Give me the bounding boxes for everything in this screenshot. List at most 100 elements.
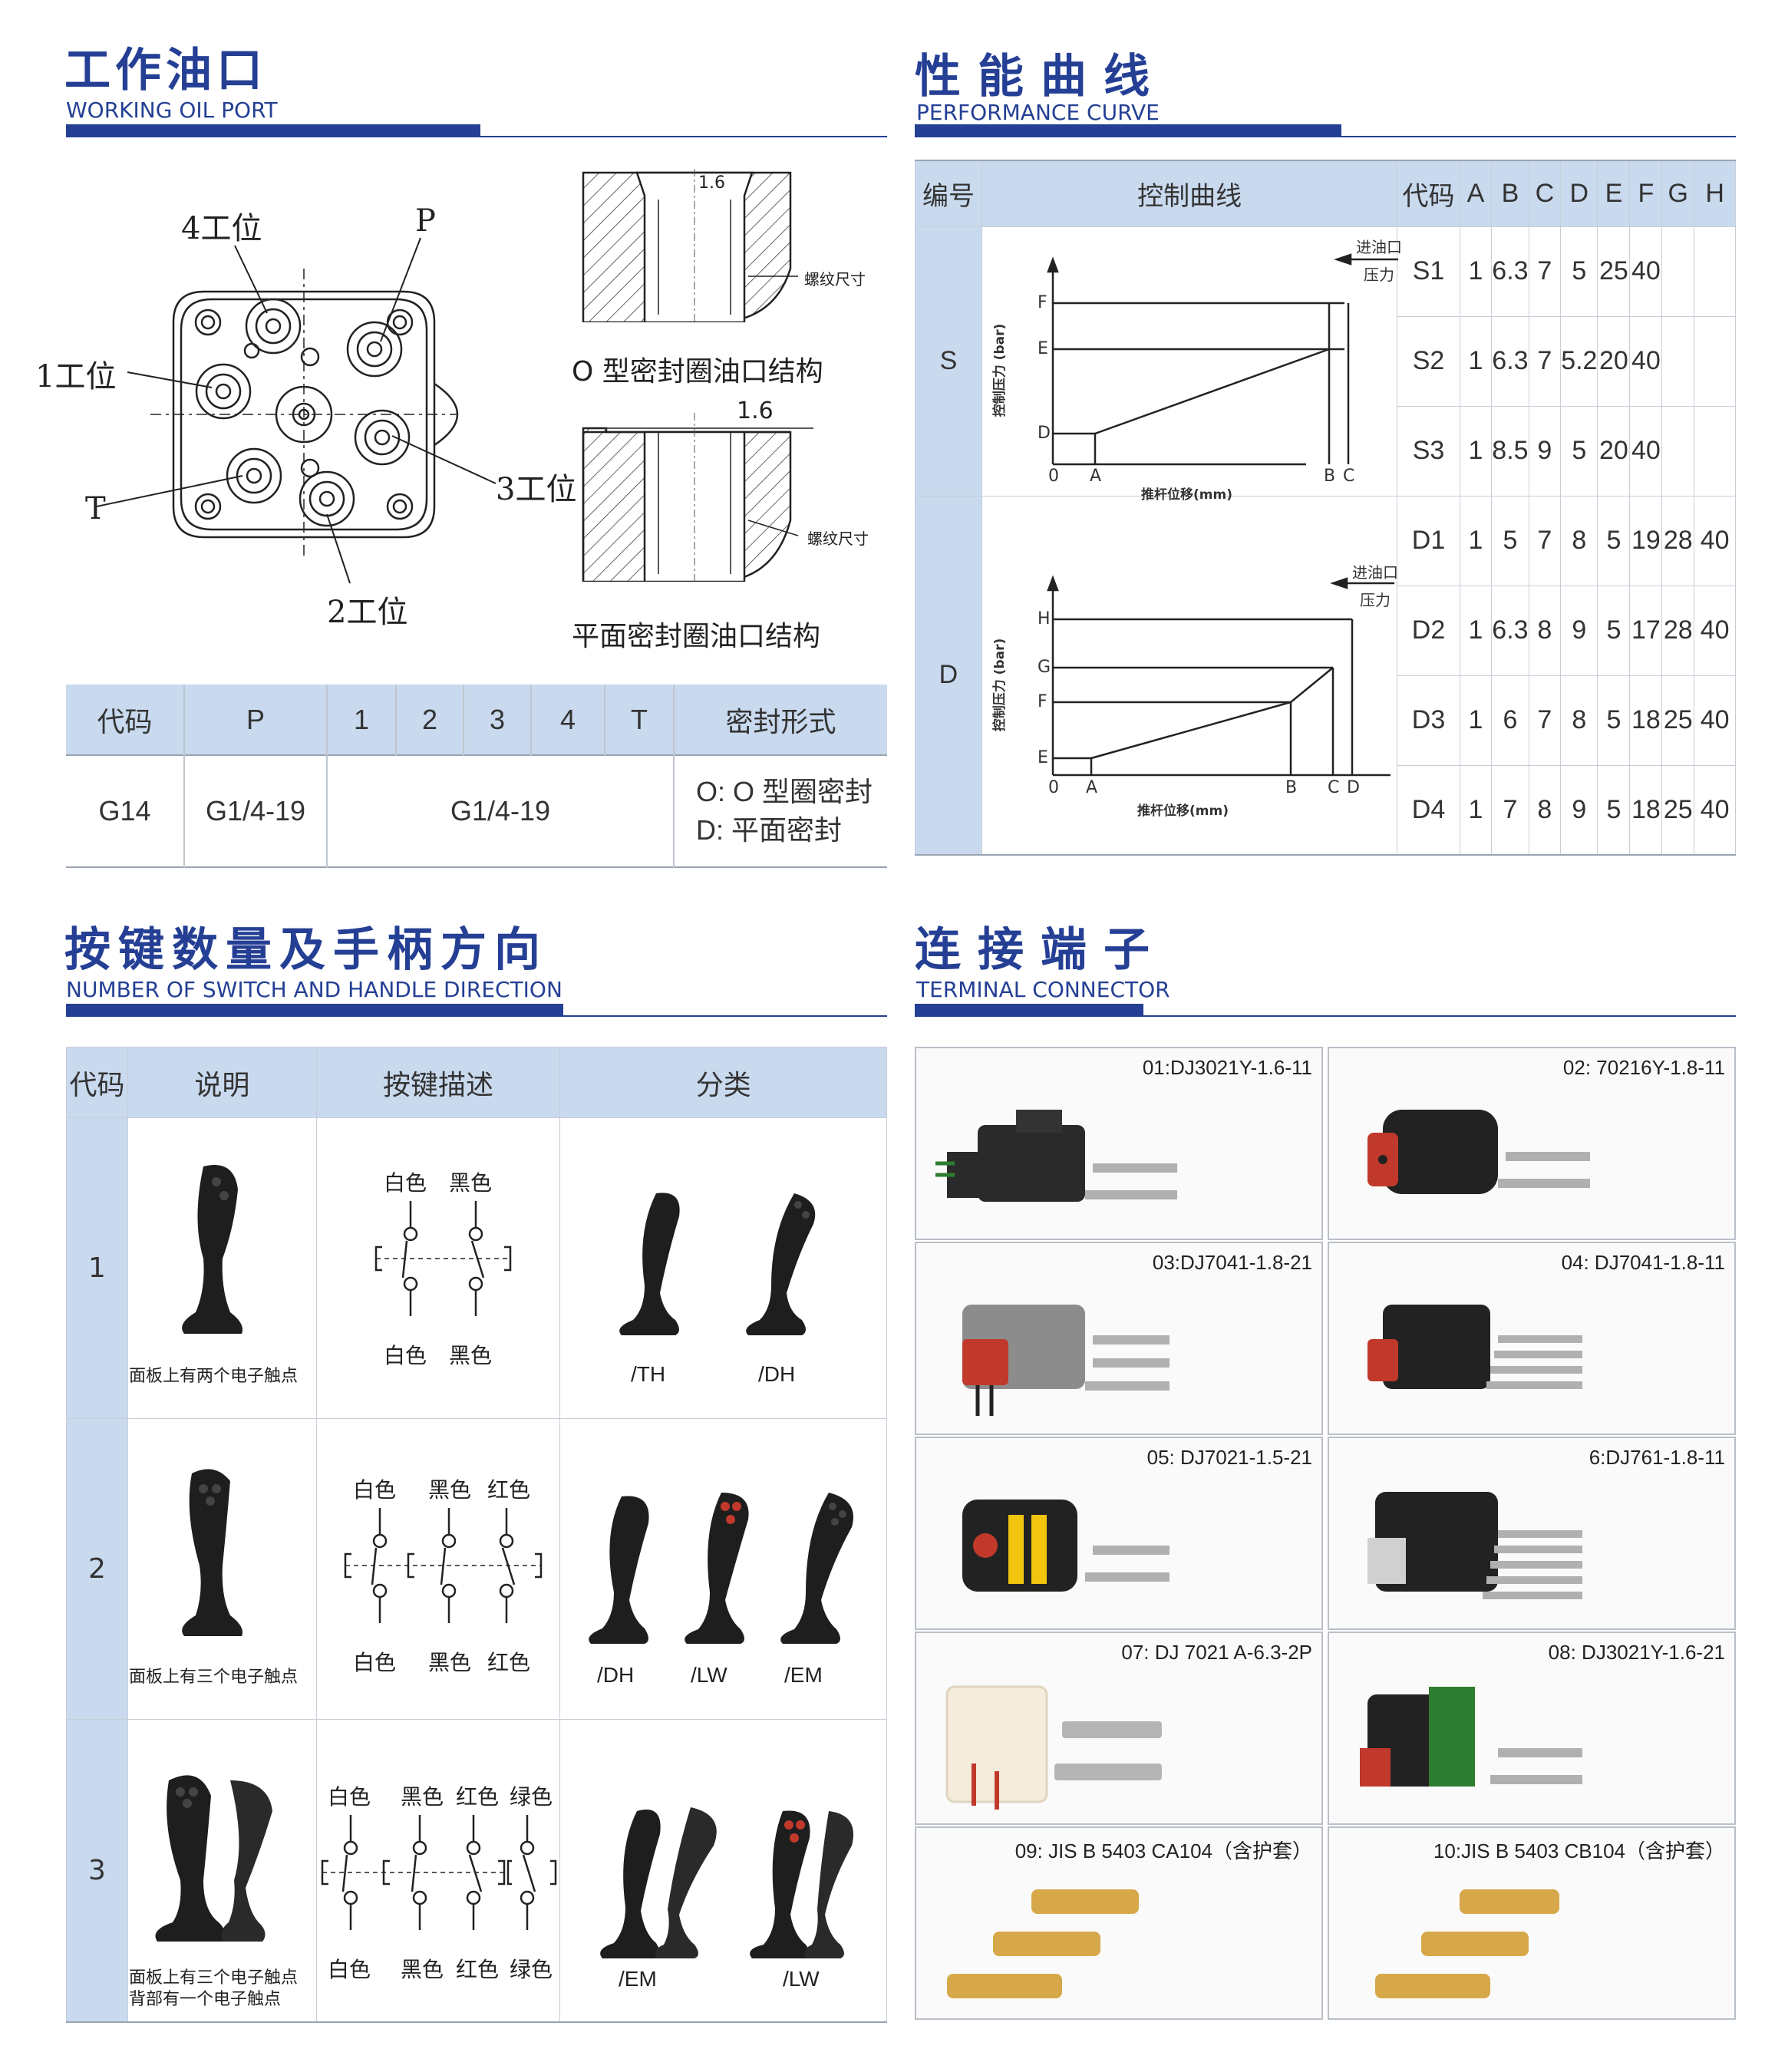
port-4-label: 4工位 [181,211,262,246]
val-c: 7 [1528,675,1562,766]
seal-d: D: 平面密封 [696,814,843,846]
y-axis-label: 控制压力 (bar) [992,638,1008,732]
xtick-c: C [1343,467,1355,486]
val-c: 7 [1528,226,1562,317]
val-d: 8 [1560,495,1598,586]
oil-port-table: 代码 P 1 2 3 4 T 密封形式 G14 G1/4-19 G1/4-19 … [66,685,887,868]
handle-variant-image [614,1186,691,1342]
switch-schematic [344,1508,543,1623]
variant-label: /EM [784,1663,823,1687]
switch-schematic [374,1201,512,1316]
thread-note: 螺纹尺寸 [807,530,869,548]
val-f: 40 [1629,315,1663,407]
cell-seal: O: O 型圈密封 D: 平面密封 [674,754,887,867]
table-header-row: 编号 控制曲线 代码 A B C D E F G H [915,160,1736,227]
desc-note: 面板上有三个电子触点 [129,1968,299,1988]
connector-image [1367,1110,1590,1194]
connector-image [1367,1305,1582,1389]
val-a: 1 [1459,405,1493,497]
row-code: D2 [1397,585,1460,676]
connector-card[interactable]: 02: 70216Y-1.8-11 [1328,1047,1736,1240]
val-a: 1 [1459,764,1493,856]
handle-image [169,1466,253,1645]
header-curve: 控制曲线 [981,160,1398,227]
inlet-label: 进油口 [1356,238,1402,256]
val-a: 1 [1459,675,1493,766]
val-d: 5 [1560,226,1598,317]
connector-image [962,1500,1170,1592]
thread-note: 螺纹尺寸 [804,270,866,289]
desc-note-2: 背部有一个电子触点 [129,1990,282,2009]
row-code: D3 [1397,675,1460,766]
handle-image [169,1159,253,1346]
row-code: 3 [66,1719,128,2022]
desc-note: 面板上有三个电子触点 [129,1668,299,1687]
bottom-color-label: 黑色 [401,1957,444,1982]
bottom-color-label: 白色 [328,1957,371,1982]
header-code: 代码 [66,1047,128,1118]
pressure-label: 压力 [1360,591,1391,609]
connector-card[interactable]: 08: DJ3021Y-1.6-21 [1328,1632,1736,1825]
header-num: 编号 [915,160,982,227]
switch-schematic [321,1815,557,1930]
performance-table: 编号 控制曲线 代码 A B C D E F G H S S1 1 6.3 7 … [915,160,1736,856]
top-color-label: 黑色 [449,1170,493,1196]
variant-label: /TH [631,1362,666,1386]
top-color-label: 白色 [384,1170,427,1196]
ytick-h: H [1038,609,1051,629]
val-g [1661,405,1695,497]
cell-ports: G1/4-19 [327,754,675,867]
val-b: 5 [1491,495,1529,586]
connector-card[interactable]: 03:DJ7041-1.8-21 [915,1242,1323,1435]
section-bar [915,1004,1143,1016]
val-g: 25 [1661,675,1695,766]
val-e: 20 [1597,315,1631,407]
connector-card[interactable]: 01:DJ3021Y-1.6-11 [915,1047,1323,1240]
connector-card[interactable]: 10:JIS B 5403 CB104（含护套） [1328,1826,1736,2020]
x-axis-label: 推杆位移(mm) [1137,803,1229,819]
table-row: D2 1 6.3 8 9 5 17 28 40 [915,585,1736,676]
desc-cell [127,1719,317,2022]
handle-variant-image [591,1796,729,1968]
val-b: 6.3 [1491,226,1529,317]
section-bar [66,1004,563,1016]
section-subtitle-oil: WORKING OIL PORT [66,97,278,123]
val-e: 5 [1597,585,1631,676]
connector-card[interactable]: 07: DJ 7021 A-6.3-2P [915,1632,1323,1825]
table-header-row: 代码 说明 按键描述 分类 [66,1047,887,1118]
bottom-color-label: 红色 [487,1650,531,1675]
switch-diagram-3: 白色 黑色 红色 绿色 白色 黑色 红色 绿色 [316,1780,562,2003]
row-code: S3 [1397,405,1460,497]
section-rule [915,1015,1736,1017]
connector-card[interactable]: 04: DJ7041-1.8-11 [1328,1242,1736,1435]
desc-note: 面板上有两个电子触点 [129,1367,299,1386]
val-h [1694,405,1736,497]
connector-card[interactable]: 09: JIS B 5403 CA104（含护套） [915,1826,1323,2020]
header-e: E [1597,160,1631,227]
section-bar [66,124,480,137]
curve-line [1090,667,1334,760]
row-code: 1 [66,1117,128,1419]
section-subtitle-perf: PERFORMANCE CURVE [916,100,1160,125]
val-h [1694,315,1736,407]
top-color-label: 白色 [328,1784,371,1810]
section-rule [915,136,1736,137]
val-h: 40 [1694,764,1736,856]
connector-card[interactable]: 6:DJ761-1.8-11 [1328,1437,1736,1630]
val-a: 1 [1459,495,1493,586]
dim-label: 1.6 [737,398,774,424]
connector-label: 05: DJ7021-1.5-21 [1146,1446,1312,1469]
variant-label: /DH [758,1362,796,1386]
top-color-label: 绿色 [510,1784,553,1810]
flat-seal-section-drawing: 1.6 螺纹尺寸 [568,398,890,583]
connector-card[interactable]: 05: DJ7021-1.5-21 [915,1437,1323,1630]
port-1-label: 1工位 [35,359,117,394]
pressure-label: 压力 [1364,266,1394,284]
val-g [1661,226,1695,317]
connector-label: 03:DJ7041-1.8-21 [1152,1251,1312,1274]
val-c: 7 [1528,315,1562,407]
val-a: 1 [1459,226,1493,317]
val-e: 5 [1597,764,1631,856]
header-code: 代码 [66,685,185,755]
y-axis-arrow [1047,256,1059,273]
